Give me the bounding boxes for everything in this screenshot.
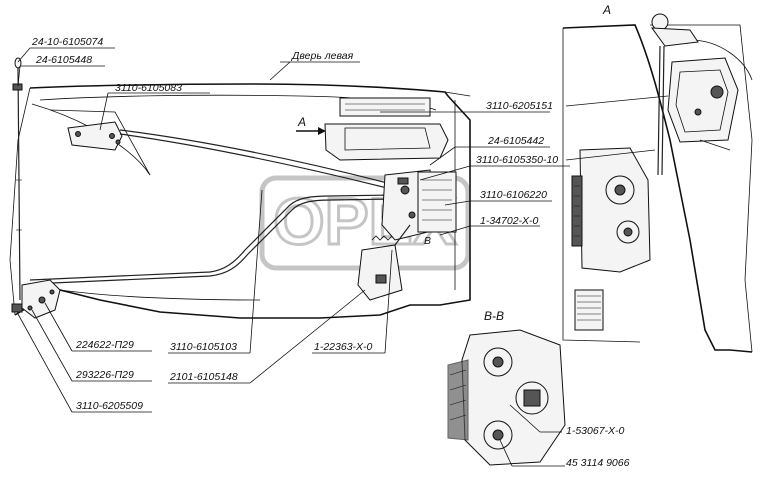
control-rods xyxy=(29,129,396,285)
lower-lever-assembly xyxy=(11,279,61,319)
label-2101-6105148: 2101-6105148 xyxy=(169,371,238,383)
label-3110-6105083: 3110-6105083 xyxy=(115,82,182,94)
view-a-detail xyxy=(562,13,753,353)
label-1-34702-x-0: 1-34702-Х-0 xyxy=(480,215,539,227)
label-section-b: В xyxy=(424,235,431,247)
label-3110-6106220: 3110-6106220 xyxy=(480,189,547,201)
inner-handle-bracket xyxy=(67,121,123,151)
outer-door-handle xyxy=(324,97,449,161)
door-lock-mechanism xyxy=(381,169,457,241)
label-24-6105442: 24-6105442 xyxy=(487,135,544,147)
label-3110-6105350-10: 3110-6105350-10 xyxy=(476,154,558,166)
label-3110-6205151: 3110-6205151 xyxy=(486,100,553,112)
lock-lever-spring xyxy=(357,224,411,301)
label-45-3114-9066: 45 3114 9066 xyxy=(566,457,630,469)
label-224622-p29: 224622-П29 xyxy=(75,339,134,351)
label-3110-6205509: 3110-6205509 xyxy=(76,400,143,412)
label-door-left: Дверь левая xyxy=(291,50,354,62)
label-1-53067-x-0: 1-53067-Х-0 xyxy=(566,425,625,437)
label-view-a-arrow: А xyxy=(297,115,306,129)
leader-lines xyxy=(17,47,669,467)
lock-button-rod xyxy=(12,57,23,301)
label-view-a-title: А xyxy=(602,3,611,17)
part-labels: 24-10-6105074 24-6105448 Дверь левая 311… xyxy=(31,3,630,469)
label-section-b-b: В-В xyxy=(484,309,504,323)
label-24-10-6105074: 24-10-6105074 xyxy=(31,36,103,48)
label-24-6105448: 24-6105448 xyxy=(35,54,92,66)
label-293226-p29: 293226-П29 xyxy=(75,369,134,381)
section-b-b-detail xyxy=(447,329,566,466)
label-1-22363-x-0: 1-22363-Х-0 xyxy=(314,341,373,353)
label-3110-6105103: 3110-6105103 xyxy=(170,341,237,353)
